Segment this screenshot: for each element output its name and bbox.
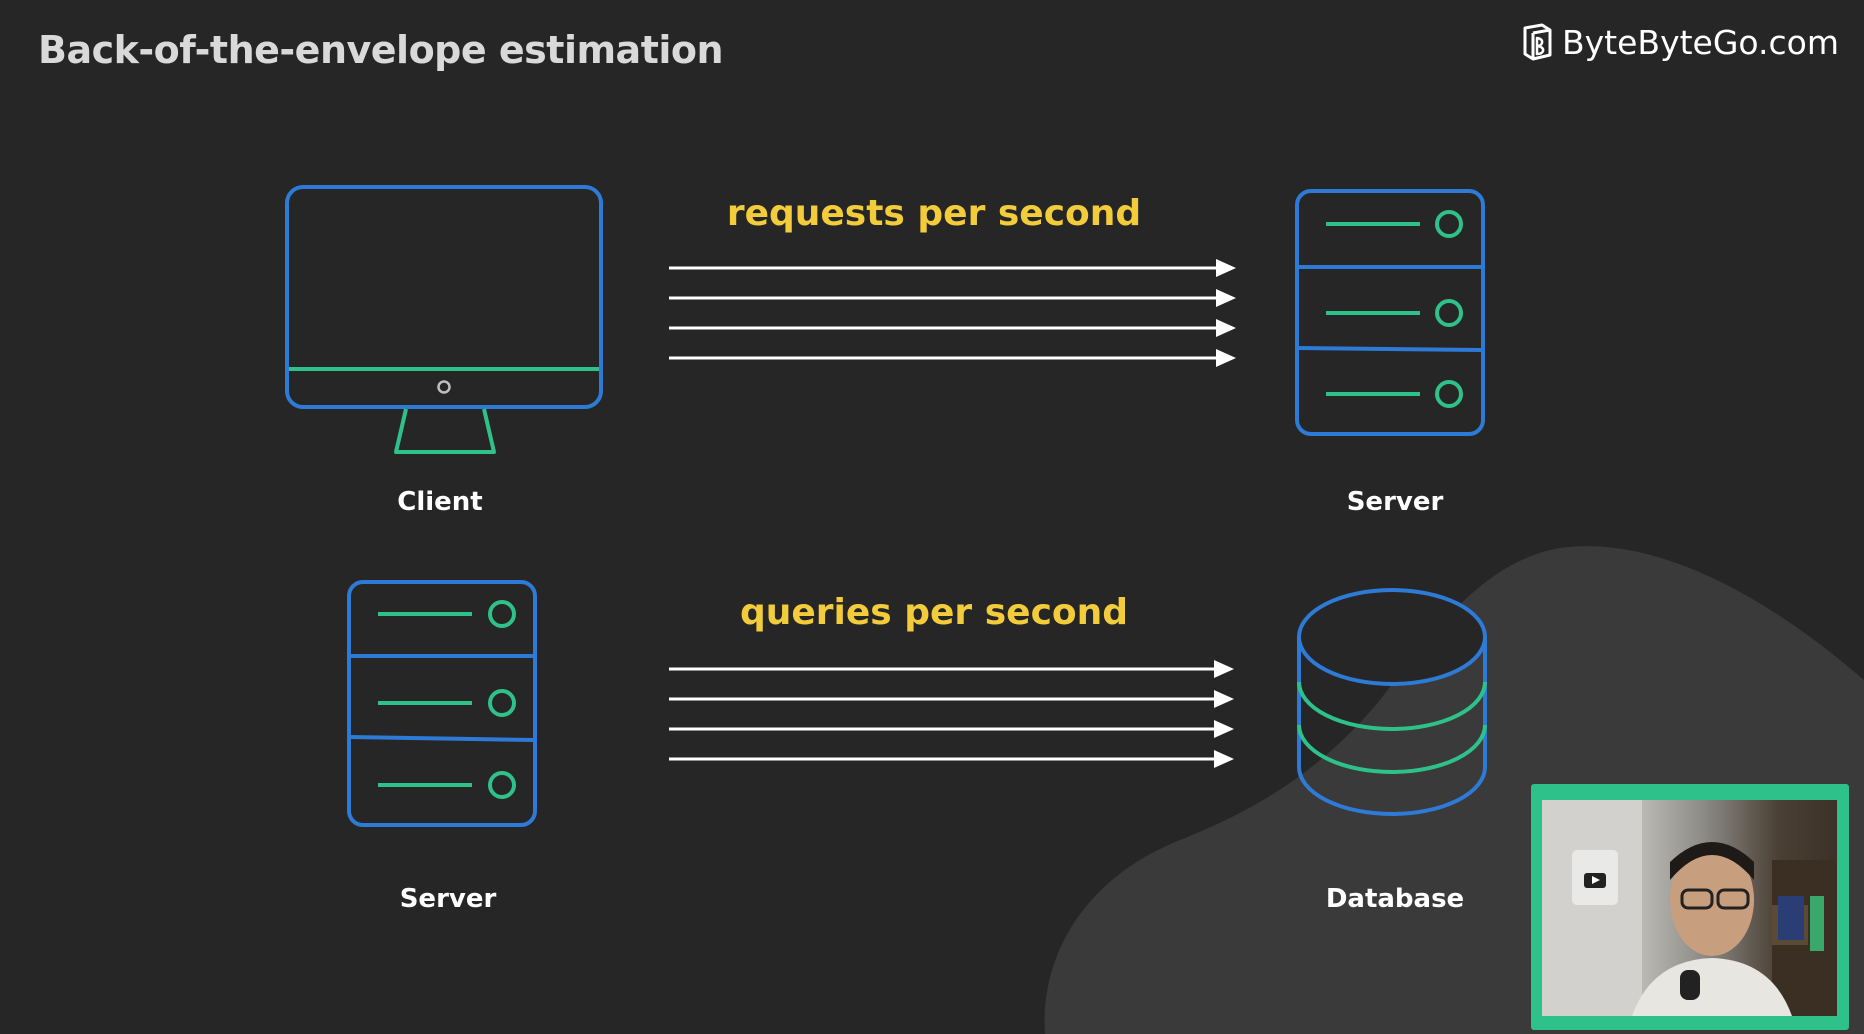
slide-title: Back-of-the-envelope estimation	[38, 28, 724, 72]
rate-label-queries: queries per second	[739, 592, 1129, 633]
server-label: Server	[399, 884, 497, 914]
brand[interactable]: ByteByteGo.com	[1520, 22, 1839, 62]
rate-label-requests: requests per second	[726, 193, 1142, 234]
presenter-webcam	[1542, 800, 1837, 1016]
bytebytego-logo-icon	[1520, 22, 1554, 62]
brand-name: ByteByteGo.com	[1562, 22, 1839, 62]
client-label: Client	[397, 487, 483, 517]
database-label: Database	[1325, 884, 1465, 914]
presenter-video-frame	[1531, 784, 1849, 1030]
server-label: Server	[1346, 487, 1444, 517]
